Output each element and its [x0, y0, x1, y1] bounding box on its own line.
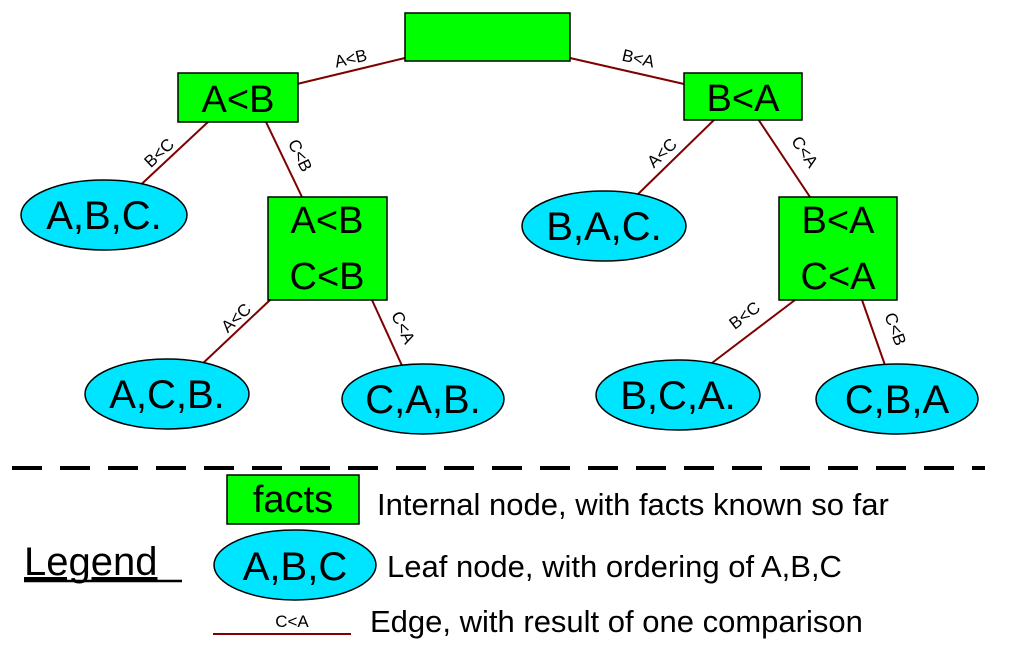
edge-label-lr-acb: A<C [218, 300, 255, 337]
edge-right-bac [631, 118, 716, 201]
edge-left-abc [131, 121, 209, 194]
legend: Legend facts Internal node, with facts k… [24, 474, 889, 639]
leaf-node-bca-label: B,C,A. [620, 374, 736, 418]
legend-leaf-sample-label: A,B,C [243, 545, 347, 589]
leaf-node-cab-label: C,A,B. [365, 378, 481, 422]
root-node [404, 12, 571, 62]
legend-internal-desc: Internal node, with facts known so far [377, 487, 889, 522]
legend-leaf-desc: Leaf node, with ordering of A,B,C [387, 549, 842, 584]
edge-label-root-right: B<A [620, 46, 657, 72]
internal-node-left-right-line2: C<B [290, 256, 365, 298]
leaf-node-cab: C,A,B. [341, 363, 505, 435]
legend-internal-sample: facts [226, 474, 360, 525]
leaf-node-acb: A,C,B. [84, 358, 250, 430]
edge-label-left-abc: B<C [141, 135, 178, 172]
edge-label-right-bac: A<C [644, 135, 681, 172]
leaf-node-cba-label: C,B,A [845, 378, 950, 422]
internal-node-right-label: B<A [707, 78, 781, 120]
internal-node-left-right: A<B C<B [267, 196, 388, 301]
edge-root-right [569, 57, 685, 85]
leaf-node-acb-label: A,C,B. [109, 373, 225, 417]
leaf-node-bac-label: B,A,C. [546, 205, 662, 249]
internal-node-right-right-line2: C<A [801, 256, 877, 298]
internal-node-left-label: A<B [202, 79, 275, 121]
leaf-node-abc: A,B,C. [20, 179, 188, 251]
edge-left-lr [265, 121, 303, 198]
edges [131, 57, 887, 371]
edge-lr-cab [371, 299, 405, 371]
edge-lr-acb [199, 299, 271, 367]
edge-label-rr-cba: C<B [881, 310, 910, 348]
leaf-node-cba: C,B,A [815, 363, 979, 435]
internal-node-left-right-line1: A<B [291, 200, 364, 242]
leaf-node-bca: B,C,A. [595, 359, 761, 431]
edge-rr-cba [861, 299, 887, 369]
legend-edge-sample: C<A [213, 612, 351, 635]
internal-node-right: B<A [683, 72, 803, 121]
leaf-node-abc-label: A,B,C. [46, 194, 162, 238]
legend-internal-sample-label: facts [253, 479, 333, 521]
leaf-node-bac: B,A,C. [521, 190, 687, 262]
edge-right-rr [757, 118, 811, 198]
internal-node-left: A<B [177, 72, 299, 123]
legend-edge-sample-label: C<A [275, 612, 309, 631]
legend-title: Legend [24, 540, 157, 584]
edge-rr-bca [707, 299, 796, 367]
legend-edge-desc: Edge, with result of one comparison [370, 604, 863, 639]
legend-leaf-sample: A,B,C [213, 529, 377, 601]
internal-node-right-right-line1: B<A [802, 200, 876, 242]
internal-node-right-right: B<A C<A [778, 196, 898, 301]
edge-label-right-rr: C<A [787, 133, 822, 172]
edge-root-left [296, 57, 406, 85]
